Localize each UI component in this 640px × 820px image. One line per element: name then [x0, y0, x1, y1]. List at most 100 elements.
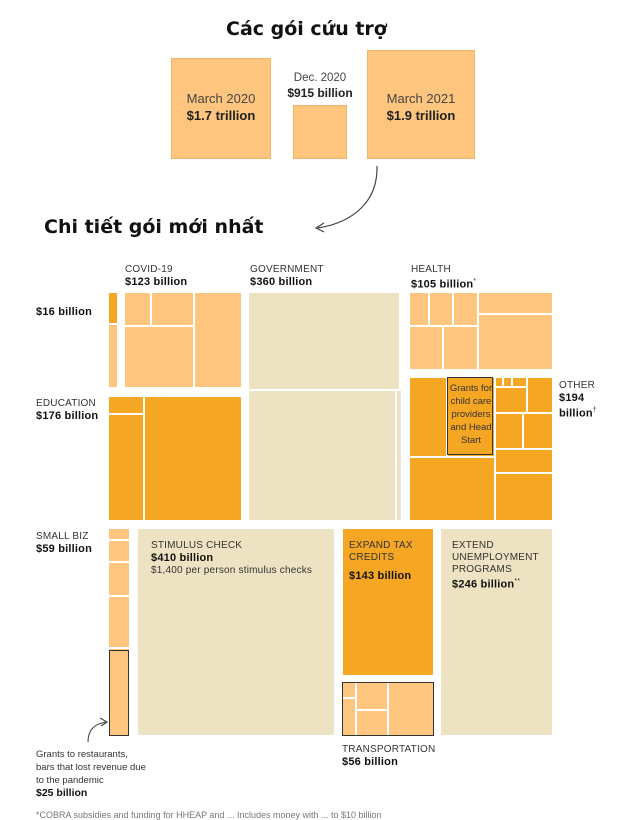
label-smallbiz: SMALL BIZ $59 billion — [36, 531, 92, 556]
label-name: EXTEND UNEMPLOYMENT PROGRAMS — [452, 540, 539, 575]
treemap-cell — [144, 396, 242, 521]
treemap-cell — [108, 528, 130, 540]
childcare-highlight — [447, 377, 493, 455]
label-value: $16 billion — [36, 306, 92, 318]
label-health: HEALTH $105 billion* — [411, 264, 476, 291]
treemap-cell — [527, 377, 553, 413]
treemap-cell — [409, 292, 429, 326]
treemap-cell — [440, 528, 553, 736]
label-value: $105 billion — [411, 278, 474, 291]
label-value: $410 billion — [151, 552, 214, 564]
treemap-cell — [495, 449, 553, 473]
treemap-cell — [409, 377, 447, 457]
treemap-cell — [478, 314, 553, 370]
treemap-cell — [151, 292, 194, 326]
label-government: GOVERNMENT $360 billion — [250, 264, 324, 289]
treemap-cell — [356, 682, 388, 710]
label-taxcredits: EXPAND TAX CREDITS $143 billion — [349, 540, 429, 582]
package-march-2020-label: March 2020 $1.7 trillion — [171, 90, 271, 124]
treemap-cell — [523, 413, 553, 449]
label-name: HEALTH — [411, 264, 451, 275]
annotation-restaurants: Grants to restaurants, bars that lost re… — [36, 748, 146, 800]
treemap-cell — [495, 473, 553, 521]
package-date: March 2020 — [186, 91, 256, 106]
label-value: $246 billion — [452, 578, 515, 591]
treemap-cell — [194, 292, 242, 388]
footnote-mark: † — [592, 407, 597, 414]
label-name: SMALL BIZ — [36, 531, 89, 542]
label-name: COVID-19 — [125, 264, 173, 275]
package-amount: $1.9 trillion — [386, 108, 456, 123]
label-value: $59 billion — [36, 543, 92, 555]
treemap-cell — [495, 377, 503, 387]
treemap-cell — [396, 390, 402, 521]
package-date: March 2021 — [386, 91, 456, 106]
treemap-cell — [429, 292, 453, 326]
label-name: GOVERNMENT — [250, 264, 324, 275]
treemap-cell — [495, 387, 527, 413]
annotation-text: Grants to restaurants, bars that lost re… — [36, 749, 146, 786]
pointer-arrow-icon — [87, 717, 109, 743]
label-stimulus: STIMULUS CHECK $410 billion $1,400 per p… — [151, 540, 331, 577]
package-dec-2020 — [293, 105, 347, 159]
treemap-cell — [124, 326, 194, 388]
arrow-icon — [314, 165, 378, 233]
label-value: $194 billion — [559, 392, 593, 420]
package-amount: $1.7 trillion — [186, 108, 256, 123]
treemap-cell — [248, 390, 396, 521]
treemap-cell — [248, 292, 400, 390]
label-name: EDUCATION — [36, 398, 96, 409]
label-transportation: TRANSPORTATION $56 billion — [342, 744, 435, 769]
annotation-value: $25 billion — [36, 787, 88, 799]
label-education: EDUCATION $176 billion — [36, 398, 98, 423]
treemap-cell — [108, 396, 144, 414]
treemap-cell — [342, 528, 434, 676]
package-march-2021 — [367, 50, 475, 159]
footnote-mark: * — [473, 278, 477, 285]
treemap-cell — [512, 377, 527, 387]
restaurants-highlight — [109, 650, 129, 736]
label-name: EXPAND TAX CREDITS — [349, 540, 413, 563]
treemap-cell — [409, 326, 443, 370]
label-unemployment: EXTEND UNEMPLOYMENT PROGRAMS $246 billio… — [452, 540, 548, 591]
treemap-cell — [108, 414, 144, 521]
treemap-cell — [388, 682, 434, 736]
treemap-cell — [356, 710, 388, 736]
package-march-2021-label: March 2021 $1.9 trillion — [367, 90, 475, 124]
treemap-cell — [453, 292, 478, 326]
transportation-highlight — [342, 682, 434, 736]
label-name: TRANSPORTATION — [342, 744, 436, 755]
package-march-2020 — [171, 58, 271, 159]
treemap-cell — [137, 528, 335, 736]
treemap-cell — [108, 596, 130, 648]
package-amount: $915 billion — [287, 86, 353, 100]
label-value: $123 billion — [125, 276, 188, 288]
package-dec-2020-label: Dec. 2020 $915 billion — [282, 71, 358, 101]
treemap-cell — [108, 562, 130, 596]
label-name: STIMULUS CHECK — [151, 540, 243, 551]
label-sixteen: $16 billion — [36, 306, 92, 319]
treemap-cell — [443, 326, 478, 370]
packages-title: Các gói cứu trợ — [226, 18, 387, 40]
label-value: $176 billion — [36, 410, 99, 422]
label-covid: COVID-19 $123 billion — [125, 264, 187, 289]
treemap-cell — [495, 413, 523, 449]
label-other: OTHER $194 billion† — [559, 380, 599, 420]
treemap-cell — [124, 292, 151, 326]
footnote-mark: ** — [514, 578, 521, 585]
treemap-cell — [108, 540, 130, 562]
footnote: *COBRA subsidies and funding for HHEAP a… — [36, 810, 382, 820]
treemap-cell — [478, 292, 553, 314]
package-date: Dec. 2020 — [293, 72, 347, 84]
treemap-cell — [503, 377, 512, 387]
treemap-cell — [108, 324, 118, 388]
label-sub: $1,400 per person stimulus checks — [151, 565, 313, 576]
label-name: OTHER — [559, 380, 595, 391]
treemap-cell — [409, 457, 495, 521]
label-value: $56 billion — [342, 756, 398, 768]
treemap-cell — [108, 292, 118, 324]
detail-title: Chi tiết gói mới nhất — [44, 216, 264, 238]
annotation-childcare: Grants for child care providers and Head… — [449, 383, 493, 446]
label-value: $143 billion — [349, 570, 412, 582]
label-value: $360 billion — [250, 276, 313, 288]
